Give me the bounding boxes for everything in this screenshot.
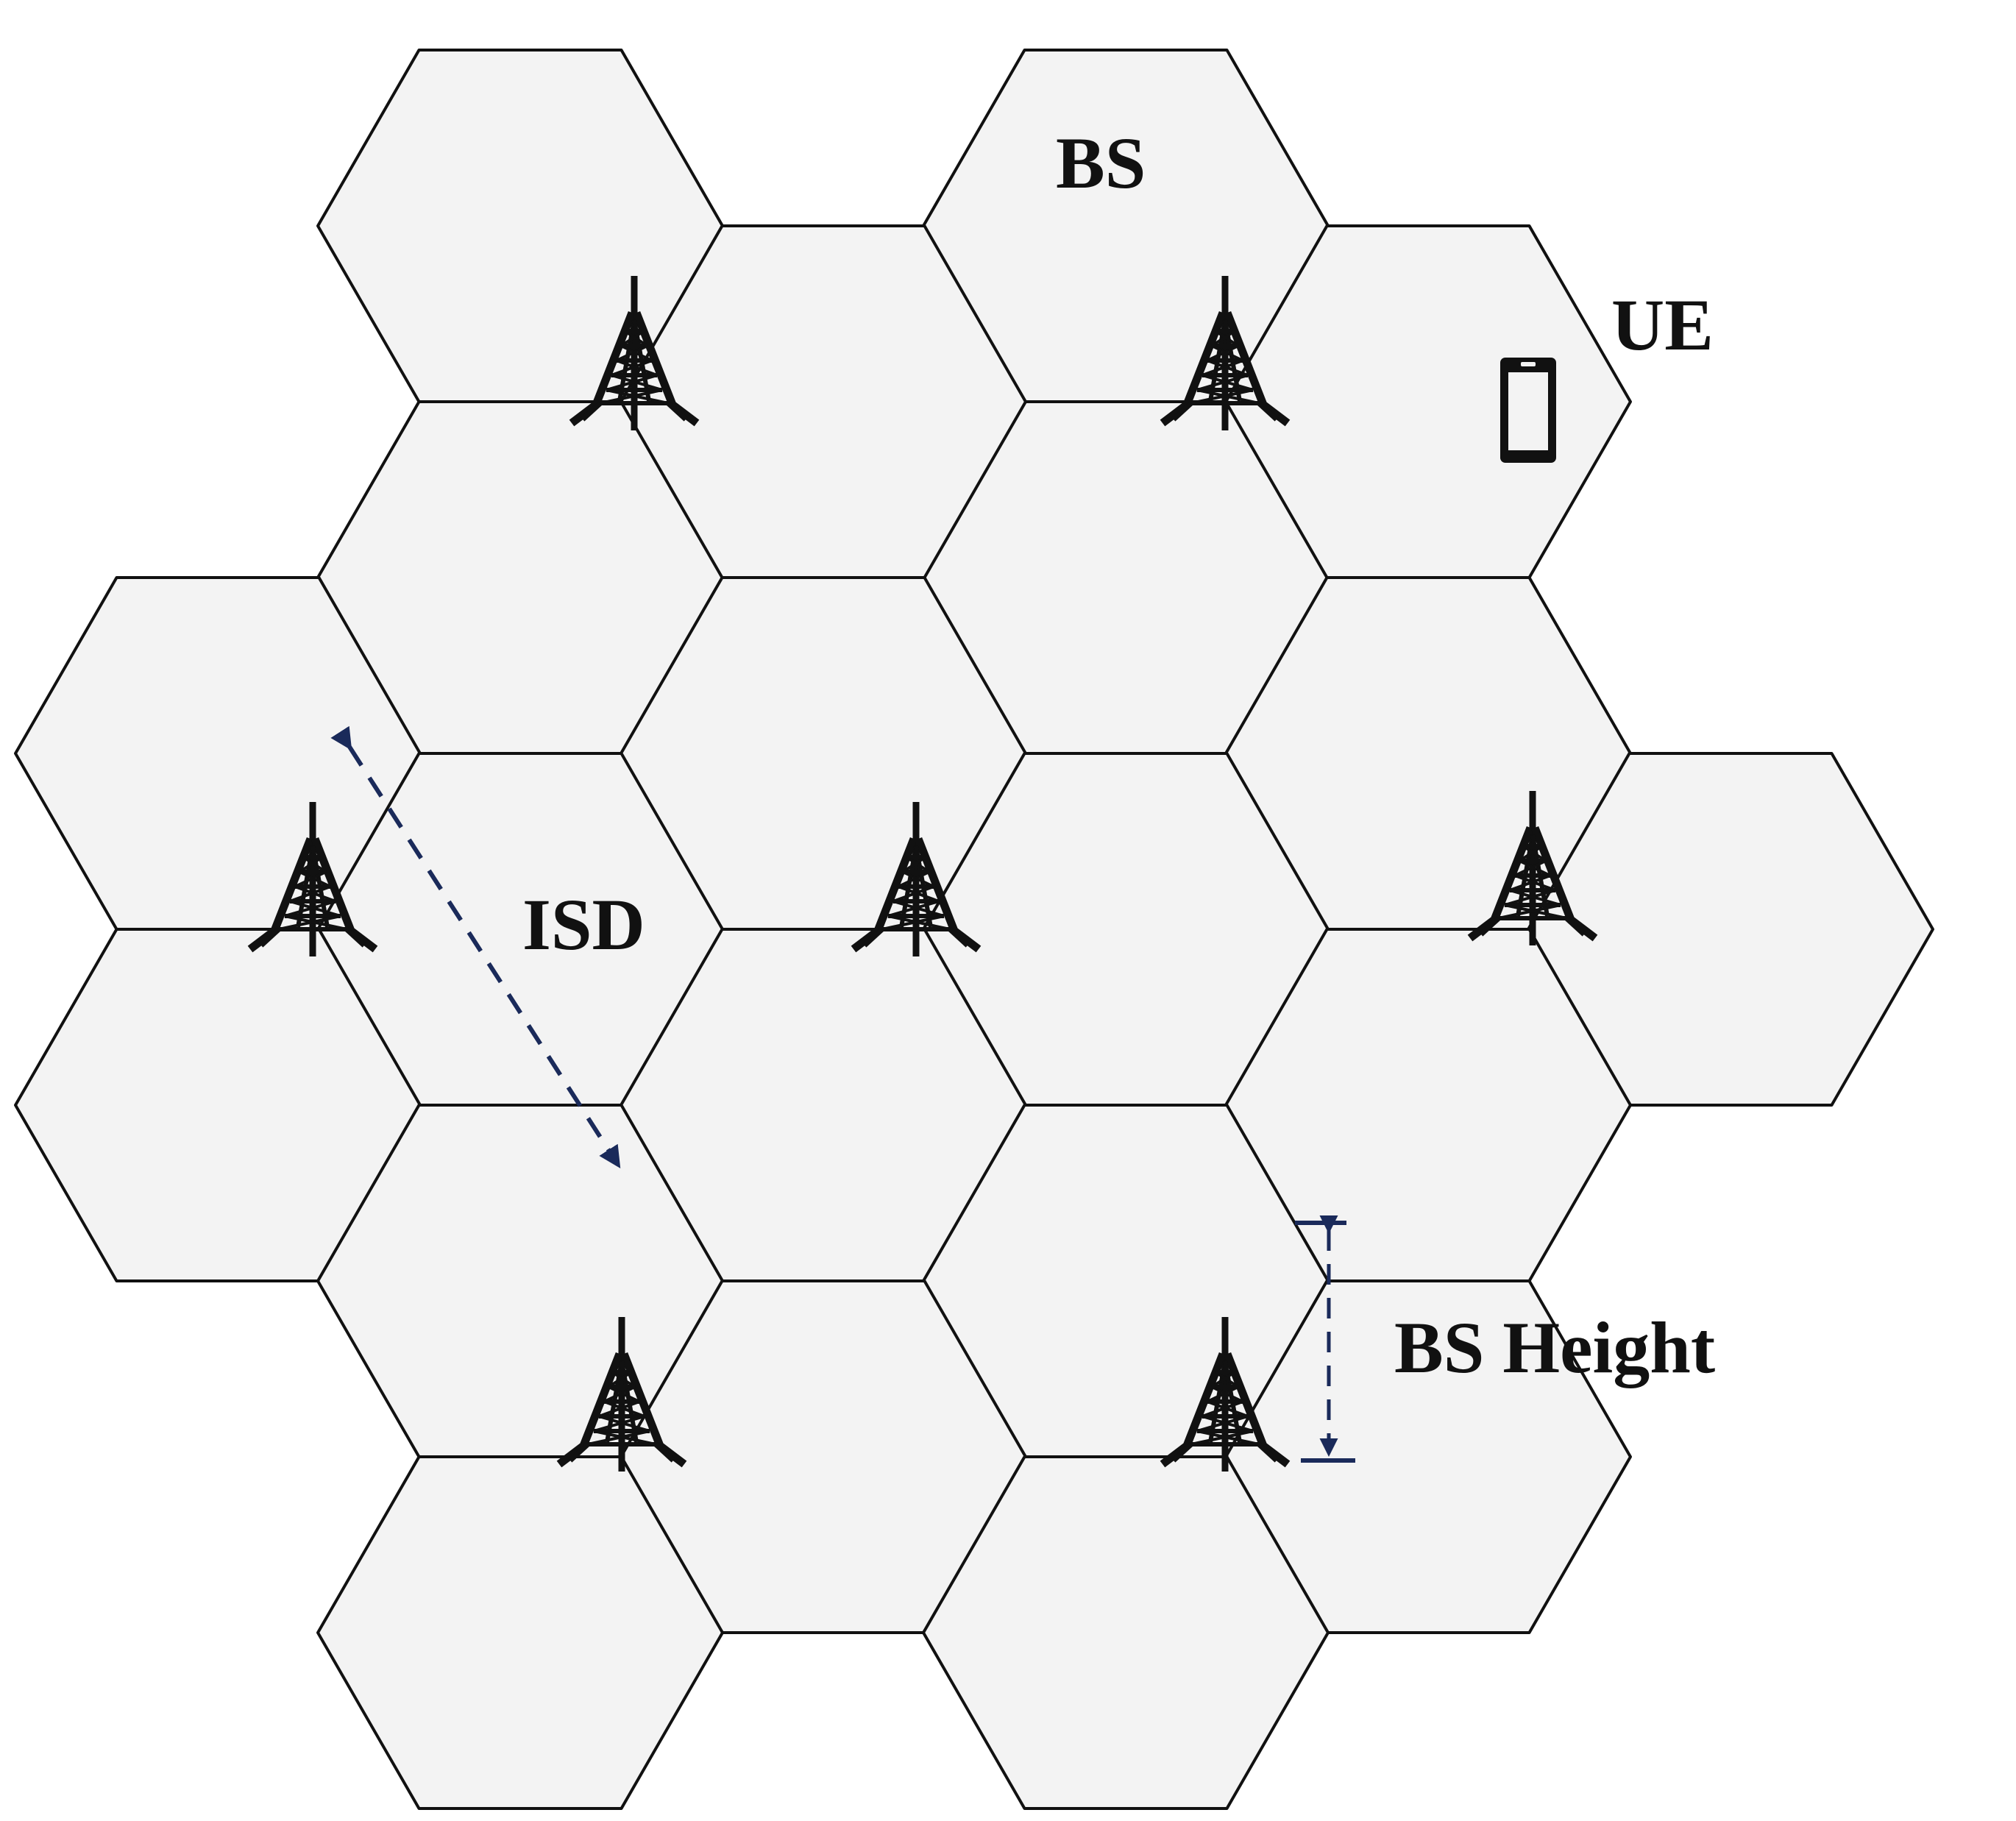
bs-height-label: BS Height	[1394, 1307, 1715, 1388]
ue-label: UE	[1611, 284, 1714, 366]
isd-label: ISD	[522, 884, 645, 965]
hex-cell	[316, 1455, 724, 1810]
hex-cell	[922, 1455, 1330, 1810]
bs-height-indicator	[1295, 1215, 1355, 1463]
smartphone-icon	[1500, 358, 1556, 463]
isd-arrow	[330, 725, 621, 1169]
bs-label: BS	[1056, 122, 1146, 204]
